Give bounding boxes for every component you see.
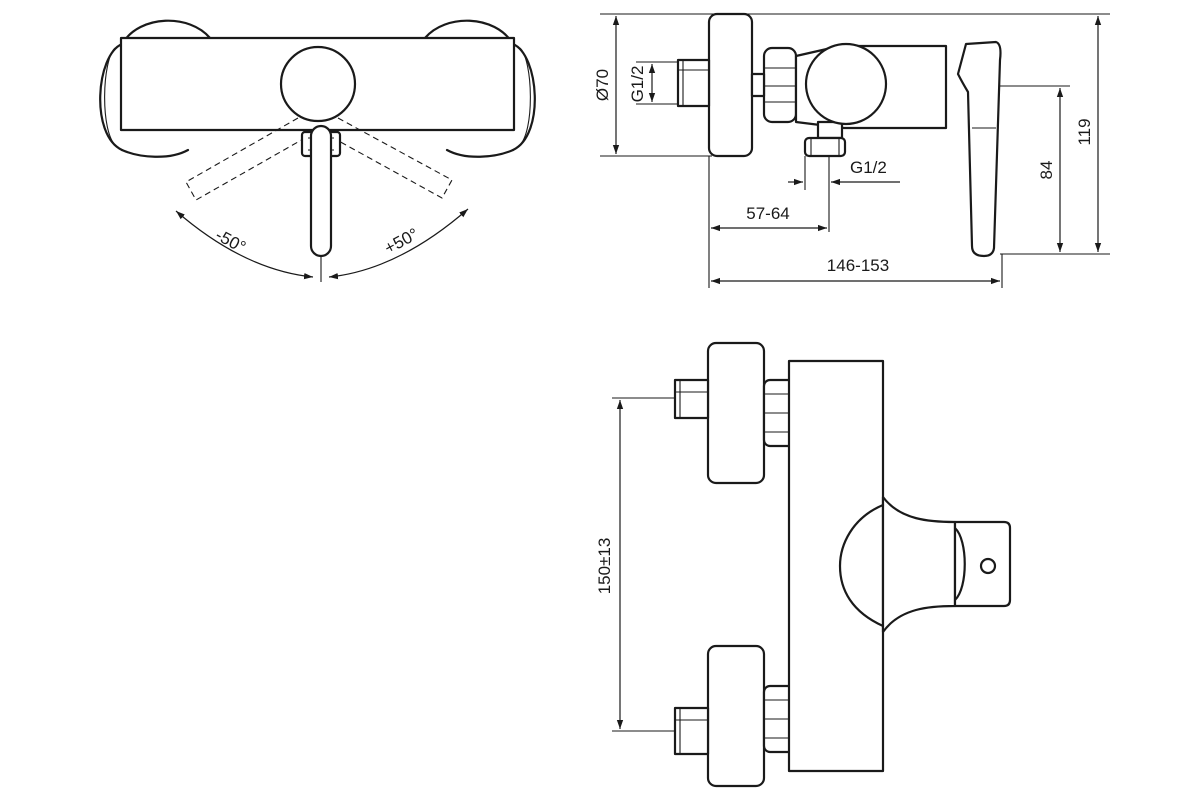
label-depth-outlet: 57-64 xyxy=(746,204,789,223)
label-height-total: 119 xyxy=(1075,118,1094,145)
front-handle-bulge xyxy=(881,495,957,634)
label-diameter: Ø70 xyxy=(593,69,612,101)
lever-left-position xyxy=(185,117,313,201)
label-depth-total: 146-153 xyxy=(827,256,889,275)
top-view: -50° +50° xyxy=(99,19,536,282)
front-view: 150±13 xyxy=(595,341,1012,788)
side-rosette xyxy=(707,12,754,158)
left-rosette xyxy=(99,19,212,158)
side-view: Ø70 G1/2 G1/2 57-64 146-153 84 119 xyxy=(593,12,1110,288)
side-lever xyxy=(956,40,1002,258)
front-mixer-body xyxy=(787,359,885,773)
side-handle-disk xyxy=(804,42,888,126)
lever xyxy=(309,124,333,258)
angle-arc-right xyxy=(328,208,469,280)
angle-left-label: -50° xyxy=(212,225,249,257)
lever-right-position xyxy=(325,117,453,199)
label-thread-inlet: G1/2 xyxy=(628,66,647,103)
front-lever-hole xyxy=(979,557,997,575)
side-hex-nut xyxy=(750,46,798,124)
label-thread-outlet: G1/2 xyxy=(850,158,887,177)
angle-right-label: +50° xyxy=(381,224,421,258)
right-rosette xyxy=(423,19,536,158)
side-outlet xyxy=(803,120,847,158)
label-inlet-spacing: 150±13 xyxy=(595,538,614,595)
label-height-lever: 84 xyxy=(1037,161,1056,180)
angle-arc-left xyxy=(175,210,314,280)
front-handle-hub xyxy=(838,503,885,628)
handle-disk xyxy=(279,45,357,123)
upper-rosette xyxy=(706,341,766,485)
lower-rosette xyxy=(706,644,766,788)
